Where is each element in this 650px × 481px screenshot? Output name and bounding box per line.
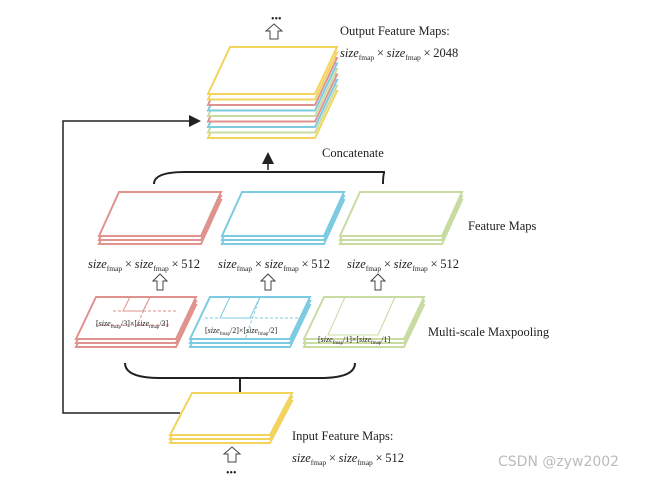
- skip-connection-arrow: [62, 115, 201, 414]
- concat-brace: [153, 171, 386, 185]
- output-feature-stack: [206, 46, 339, 139]
- branch-up-arrow-icon-3: [369, 273, 387, 291]
- input-dims: sizefmap×sizefmap×512: [292, 451, 404, 467]
- pool-formula-2: [sizefmap/2]×[sizefmap/2]: [205, 326, 278, 337]
- pool-formula-1: [sizefmap/3]×[sizefmap/3]: [96, 319, 169, 330]
- branch-up-arrow-icon-1: [151, 273, 169, 291]
- pool-formula-3: [sizefmap/1]×[sizefmap/1]: [318, 335, 391, 346]
- branch-up-arrow-icon-2: [259, 273, 277, 291]
- branch-feature-stacks: [97, 191, 464, 245]
- pool-formulas: [sizefmap/3]×[sizefmap/3] [sizefmap/2]×[…: [96, 319, 391, 346]
- pool-red-layer-1: [74, 296, 198, 340]
- output-up-arrow-icon: [264, 23, 284, 40]
- pool-red-grid-v1: [136, 296, 151, 326]
- branch-dim-3: sizefmap×sizefmap×512: [347, 257, 459, 273]
- output-title: Output Feature Maps:: [340, 24, 450, 38]
- output-dims: sizefmap×sizefmap×2048: [340, 46, 458, 62]
- input-up-arrow-icon: [222, 446, 242, 463]
- pooling-stacks: [74, 296, 426, 348]
- branch-dim-1: sizefmap×sizefmap×512: [88, 257, 200, 273]
- output-layer-1: [206, 46, 339, 95]
- pool-green-layer-1: [302, 296, 426, 340]
- concatenate-label: Concatenate: [322, 146, 384, 160]
- multiscale-label: Multi-scale Maxpooling: [428, 325, 550, 339]
- output-ellipsis: •••: [271, 14, 282, 25]
- pool-blue-grid-v1: [244, 296, 261, 340]
- input-layer-1: [168, 392, 294, 436]
- input-feature-stack: [168, 392, 294, 444]
- feature-green-layer-1: [338, 191, 464, 237]
- feature-blue-layer-1: [220, 191, 346, 237]
- pool-green-grid-v1: [377, 296, 396, 336]
- watermark: CSDN @zyw2002: [498, 454, 619, 470]
- split-brace: [124, 362, 356, 379]
- input-ellipsis: •••: [226, 468, 237, 479]
- branch-dims: sizefmap×sizefmap×512 sizefmap×sizefmap×…: [88, 257, 459, 273]
- input-title: Input Feature Maps:: [292, 429, 393, 443]
- feature-maps-label: Feature Maps: [468, 219, 537, 233]
- branch-dim-2: sizefmap×sizefmap×512: [218, 257, 330, 273]
- feature-red-layer-1: [97, 191, 223, 237]
